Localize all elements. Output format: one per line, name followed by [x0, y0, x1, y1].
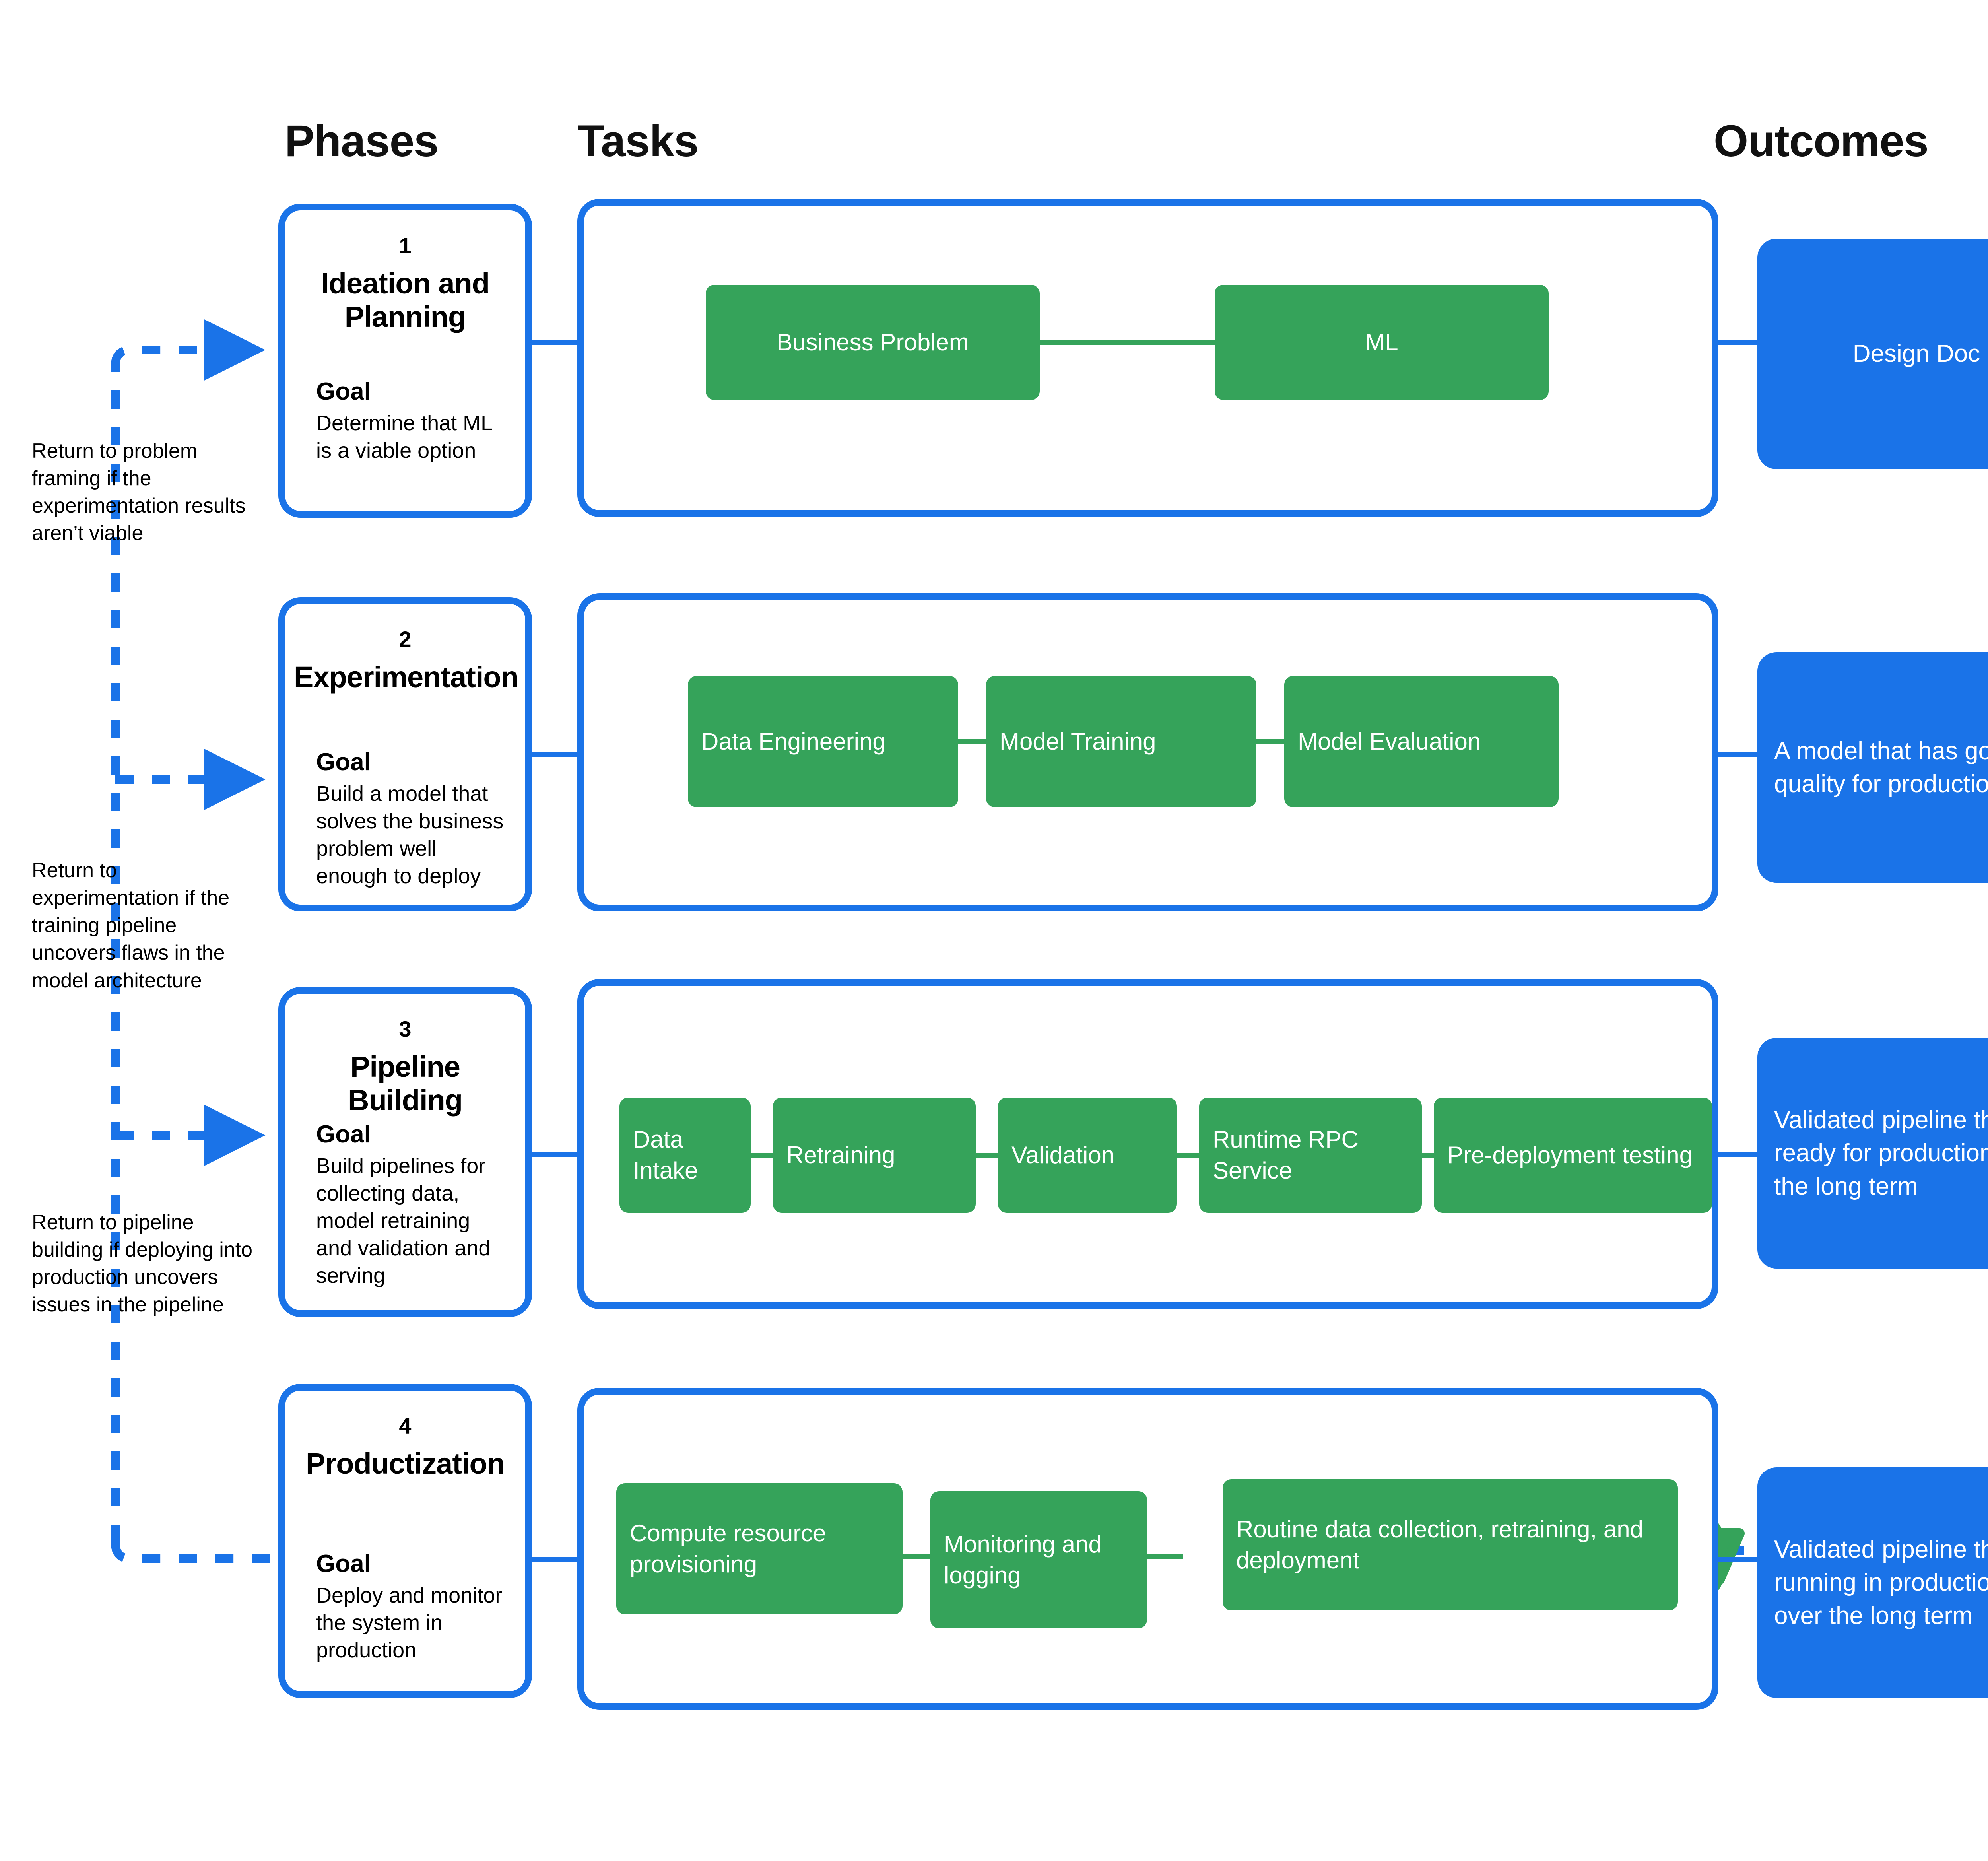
phase-card-4[interactable]: 4 Productization Goal Deploy and monitor…	[278, 1384, 532, 1698]
feedback-label-3: Return to pipeline building if deploying…	[32, 1211, 253, 1317]
feedback-label-2: Return to experimentation if the trainin…	[32, 859, 230, 992]
goal-label: Goal	[316, 1550, 371, 1577]
goal-text: Build a model that solves the business p…	[316, 782, 504, 888]
phase-title: Ideation and Planning	[321, 267, 490, 334]
link-phase4-tasks4	[532, 1557, 580, 1562]
task-box[interactable]: Monitoring and logging	[930, 1491, 1147, 1628]
task-box[interactable]: Data Engineering	[688, 676, 958, 807]
phase-number: 4	[399, 1413, 412, 1438]
task-box[interactable]: Data Intake	[619, 1098, 751, 1213]
task-box[interactable]: Compute resource provisioning	[616, 1483, 903, 1614]
task-box[interactable]: Runtime RPC Service	[1199, 1098, 1422, 1213]
phase-goal: Goal Determine that ML is a viable optio…	[316, 377, 509, 464]
goal-text: Determine that ML is a viable option	[316, 411, 492, 463]
task-connector	[751, 1153, 773, 1158]
outcome-box-2[interactable]: A model that has good quality for produc…	[1757, 652, 1988, 883]
task-connector	[1040, 340, 1215, 345]
task-connector	[1422, 1153, 1434, 1158]
goal-text: Deploy and monitor the system in product…	[316, 1583, 503, 1663]
phase-title: Experimentation	[294, 660, 519, 694]
outcome-box-3[interactable]: Validated pipeline that’s ready for prod…	[1757, 1038, 1988, 1269]
phase-number: 3	[399, 1016, 412, 1041]
task-box[interactable]: Business Problem	[706, 285, 1040, 400]
goal-text: Build pipelines for collecting data, mod…	[316, 1154, 491, 1288]
phase-goal: Goal Build a model that solves the busin…	[316, 748, 509, 890]
link-phase3-tasks3	[532, 1152, 580, 1157]
phase-card-3[interactable]: 3 Pipeline Building Goal Build pipelines…	[278, 987, 532, 1317]
link-tasks2-outcome2	[1718, 752, 1766, 757]
link-tasks3-outcome3	[1718, 1152, 1766, 1157]
column-header-phases: Phases	[285, 116, 439, 166]
task-box[interactable]: Retraining	[773, 1098, 976, 1213]
task-connector	[1177, 1153, 1199, 1158]
task-connector	[1147, 1554, 1183, 1559]
phase-card-2[interactable]: 2 Experimentation Goal Build a model tha…	[278, 597, 532, 911]
goal-label: Goal	[316, 378, 371, 405]
link-phase2-tasks2	[532, 752, 580, 757]
phase-title: Pipeline Building	[348, 1050, 463, 1117]
column-header-tasks: Tasks	[577, 116, 699, 166]
goal-label: Goal	[316, 1121, 371, 1148]
phase-title: Productization	[306, 1447, 505, 1480]
phase-card-1[interactable]: 1 Ideation and Planning Goal Determine t…	[278, 204, 532, 518]
column-header-outcomes: Outcomes	[1714, 116, 1929, 166]
task-box[interactable]: Model Training	[986, 676, 1256, 807]
feedback-label-1: Return to problem framing if the experim…	[32, 439, 246, 545]
task-box[interactable]: Routine data collection, retraining, and…	[1223, 1479, 1678, 1610]
goal-label: Goal	[316, 748, 371, 776]
task-box[interactable]: ML	[1215, 285, 1549, 400]
task-connector	[1256, 739, 1284, 744]
outcome-box-4[interactable]: Validated pipeline that’s running in pro…	[1757, 1467, 1988, 1698]
phase-goal: Goal Build pipelines for collecting data…	[316, 1120, 509, 1290]
link-phase1-tasks1	[532, 340, 580, 345]
phase-goal: Goal Deploy and monitor the system in pr…	[316, 1550, 509, 1664]
link-tasks4-outcome4	[1718, 1557, 1766, 1562]
task-connector	[958, 739, 986, 744]
task-box[interactable]: Pre-deployment testing	[1434, 1098, 1712, 1213]
task-box[interactable]: Model Evaluation	[1284, 676, 1559, 807]
task-connector	[976, 1153, 998, 1158]
phase-number: 1	[399, 233, 412, 258]
task-connector	[903, 1554, 930, 1559]
task-box[interactable]: Validation	[998, 1098, 1177, 1213]
phase-number: 2	[399, 627, 412, 652]
outcome-box-1[interactable]: Design Doc	[1757, 239, 1988, 469]
link-tasks1-outcome1	[1718, 340, 1766, 345]
